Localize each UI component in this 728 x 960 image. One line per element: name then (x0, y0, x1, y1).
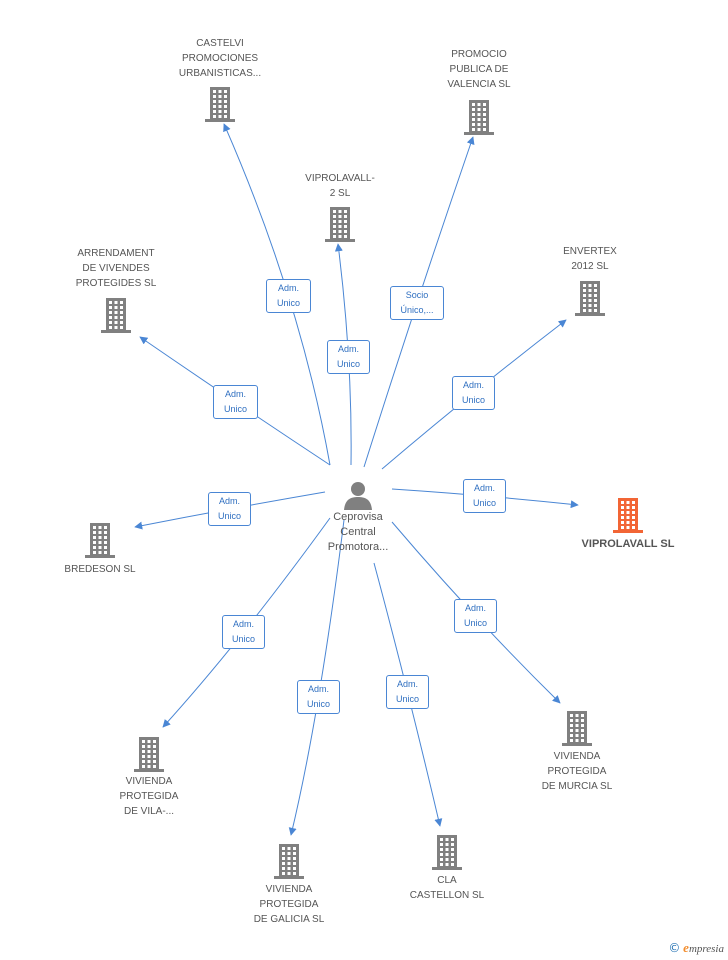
company-label-castellon[interactable]: CLA CASTELLON SL (397, 873, 497, 903)
company-node-galicia[interactable] (273, 843, 305, 879)
building-icon (613, 498, 643, 533)
building-icon (432, 835, 462, 870)
company-label-viprolavall2[interactable]: VIPROLAVALL- 2 SL (290, 171, 390, 201)
building-icon (101, 298, 131, 333)
company-label-vila[interactable]: VIVIENDA PROTEGIDA DE VILA-... (99, 774, 199, 819)
company-label-arrendament[interactable]: ARRENDAMENT DE VIVENDES PROTEGIDES SL (61, 246, 171, 291)
building-icon (325, 207, 355, 242)
edge-label-arrendament[interactable]: Adm. Unico (213, 385, 258, 419)
center-label: Ceprovisa Central Promotora... (327, 511, 389, 553)
company-node-vila[interactable] (133, 736, 165, 772)
edge-label-galicia[interactable]: Adm. Unico (297, 680, 340, 714)
company-name: VIPROLAVALL SL (581, 538, 675, 550)
edge-label-murcia[interactable]: Adm. Unico (454, 599, 497, 633)
company-name: VIVIENDA PROTEGIDA DE VILA-... (119, 776, 179, 817)
company-node-castellon[interactable] (431, 834, 463, 870)
company-name: CASTELVI PROMOCIONES URBANISTICAS... (178, 38, 262, 79)
company-name: PROMOCIO PUBLICA DE VALENCIA SL (447, 49, 511, 90)
company-label-galicia[interactable]: VIVIENDA PROTEGIDA DE GALICIA SL (239, 882, 339, 927)
edge-label-castellon[interactable]: Adm. Unico (386, 675, 429, 709)
person-icon (344, 482, 372, 510)
building-icon (134, 737, 164, 772)
building-icon (464, 100, 494, 135)
company-node-murcia[interactable] (561, 710, 593, 746)
edge-label-bredeson[interactable]: Adm. Unico (208, 492, 251, 526)
edge-label-viprolavall[interactable]: Adm. Unico (463, 479, 506, 513)
empresia-logo: © empresia (668, 940, 724, 955)
company-label-promocio[interactable]: PROMOCIO PUBLICA DE VALENCIA SL (429, 47, 529, 92)
company-label-murcia[interactable]: VIVIENDA PROTEGIDA DE MURCIA SL (522, 749, 632, 794)
edge-label-envertex[interactable]: Adm. Unico (452, 376, 495, 410)
company-node-bredeson[interactable] (84, 522, 116, 558)
company-label-bredeson[interactable]: BREDESON SL (50, 562, 150, 577)
company-label-viprolavall[interactable]: VIPROLAVALL SL (568, 537, 688, 552)
edge-label-viprolavall2[interactable]: Adm. Unico (327, 340, 370, 374)
building-icon (274, 844, 304, 879)
company-name: VIVIENDA PROTEGIDA DE MURCIA SL (541, 751, 613, 792)
company-node-arrendament[interactable] (100, 297, 132, 333)
company-node-envertex[interactable] (574, 280, 606, 316)
edge-galicia (288, 519, 345, 836)
edge-label-promocio[interactable]: Socio Único,... (390, 286, 444, 320)
company-node-viprolavall[interactable] (612, 497, 644, 533)
edge-label-vila[interactable]: Adm. Unico (222, 615, 265, 649)
company-name: ARRENDAMENT DE VIVENDES PROTEGIDES SL (75, 248, 157, 289)
building-icon (575, 281, 605, 316)
company-name: VIVIENDA PROTEGIDA DE GALICIA SL (253, 884, 325, 925)
company-label-castelvi[interactable]: CASTELVI PROMOCIONES URBANISTICAS... (165, 36, 275, 81)
company-name: CLA CASTELLON SL (409, 875, 485, 901)
company-node-castelvi[interactable] (204, 86, 236, 122)
company-node-promocio[interactable] (463, 99, 495, 135)
center-person-node[interactable]: Ceprovisa Central Promotora... (310, 480, 406, 555)
company-name: ENVERTEX 2012 SL (563, 246, 617, 272)
building-icon (85, 523, 115, 558)
company-name: BREDESON SL (64, 564, 136, 575)
company-label-envertex[interactable]: ENVERTEX 2012 SL (540, 244, 640, 274)
company-node-viprolavall2[interactable] (324, 206, 356, 242)
company-name: VIPROLAVALL- 2 SL (305, 173, 375, 199)
building-icon (205, 87, 235, 122)
building-icon (562, 711, 592, 746)
edge-label-castelvi[interactable]: Adm. Unico (266, 279, 311, 313)
